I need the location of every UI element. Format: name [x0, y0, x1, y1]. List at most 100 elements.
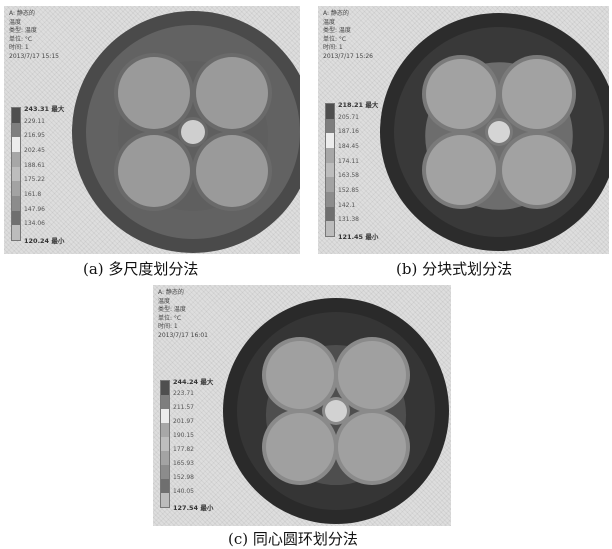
cooling-hole: [196, 57, 268, 129]
legend-color-bar: [325, 103, 335, 237]
legend-swatch: [161, 465, 169, 479]
legend-tick-label: 201.97: [173, 418, 194, 425]
info-line: 2013/7/17 16:01: [158, 331, 208, 339]
info-line: 2013/7/17 15:26: [323, 52, 373, 60]
legend-swatch: [161, 451, 169, 465]
legend-tick-label: 152.98: [173, 474, 194, 481]
legend-tick-label: 188.61: [24, 161, 45, 169]
disk-plot-a: [72, 11, 300, 253]
info-line: 时间: 1: [158, 323, 178, 331]
legend-tick-label: 140.05: [173, 488, 194, 495]
result-panel-a: A: 静态的 温度 类型: 温度 单位: °C 时间: 1 2013/7/17 …: [4, 6, 300, 254]
info-line: 时间: 1: [9, 44, 29, 52]
legend-tick-label: 152.85: [338, 187, 359, 194]
legend-color-bar: [160, 380, 170, 508]
color-legend-a: 243.31 最大 229.11 216.95 202.45 188.61 175.22 1…: [11, 105, 101, 245]
info-line: 类型: 温度: [158, 306, 186, 314]
legend-swatch: [161, 395, 169, 409]
legend-tick-label: 127.54 最小: [173, 504, 214, 512]
cooling-hole: [338, 341, 406, 409]
legend-swatch: [326, 206, 334, 222]
legend-tick-label: 131.38: [338, 216, 359, 224]
legend-swatch: [12, 166, 20, 182]
legend-swatch: [12, 151, 20, 167]
legend-swatch: [161, 493, 169, 507]
info-line: 温度: [158, 297, 171, 305]
cooling-hole: [426, 135, 496, 205]
legend-swatch: [326, 191, 334, 207]
info-line: 单位: °C: [323, 35, 347, 43]
legend-swatch: [161, 479, 169, 493]
legend-tick-label: 121.45 最小: [338, 233, 379, 241]
info-line: 时间: 1: [323, 44, 343, 52]
legend-swatch: [326, 147, 334, 163]
legend-swatch: [161, 409, 169, 423]
info-line: 单位: °C: [158, 314, 182, 322]
legend-tick-label: 223.71: [173, 390, 194, 397]
result-panel-c: A: 静态的 温度 类型: 温度 单位: °C 时间: 1 2013/7/17 …: [153, 285, 451, 526]
legend-tick-label: 218.21 最大: [338, 101, 379, 109]
info-block-b: A: 静态的 温度 类型: 温度 单位: °C 时间: 1 2013/7/17 …: [323, 10, 373, 62]
legend-tick-label: 175.22: [24, 176, 45, 184]
center-hole: [488, 121, 510, 143]
disk-plot-c: [223, 298, 449, 524]
legend-tick-label: 187.16: [338, 128, 359, 136]
info-block-a: A: 静态的 温度 类型: 温度 单位: °C 时间: 1 2013/7/17 …: [9, 10, 59, 62]
legend-tick-label: 134.06: [24, 220, 45, 228]
info-block-c: A: 静态的 温度 类型: 温度 单位: °C 时间: 1 2013/7/17 …: [158, 289, 208, 341]
disk-plot-b: [380, 13, 609, 251]
legend-tick-label: 161.8: [24, 191, 42, 198]
legend-swatch: [161, 381, 169, 395]
info-line: 温度: [9, 18, 22, 26]
cooling-hole: [338, 413, 406, 481]
legend-swatch: [326, 221, 334, 236]
legend-swatch: [326, 162, 334, 178]
cooling-hole: [266, 413, 334, 481]
center-hole: [181, 120, 205, 144]
legend-tick-label: 184.45: [338, 143, 359, 150]
cooling-hole: [426, 59, 496, 129]
info-line: A: 静态的: [9, 10, 35, 17]
cooling-hole: [196, 135, 268, 207]
info-line: A: 静态的: [323, 10, 349, 17]
legend-tick-label: 243.31 最大: [24, 105, 65, 113]
legend-tick-label: 177.82: [173, 446, 194, 453]
legend-tick-label: 165.93: [173, 460, 194, 467]
legend-tick-label: 205.71: [338, 113, 359, 121]
cooling-hole: [118, 57, 190, 129]
legend-swatch: [12, 225, 20, 240]
info-line: 温度: [323, 18, 336, 26]
legend-tick-label: 229.11: [24, 117, 45, 125]
legend-swatch: [12, 210, 20, 226]
result-panel-b: A: 静态的 温度 类型: 温度 单位: °C 时间: 1 2013/7/17 …: [318, 6, 609, 254]
legend-tick-label: 216.95: [24, 132, 45, 140]
caption-a: (a) 多尺度划分法: [83, 260, 199, 278]
legend-swatch: [12, 108, 20, 123]
legend-swatch: [326, 133, 334, 148]
legend-tick-label: 147.96: [24, 205, 45, 213]
legend-tick-label: 190.15: [173, 432, 194, 439]
cooling-hole: [502, 135, 572, 205]
legend-swatch: [12, 181, 20, 196]
legend-swatch: [12, 195, 20, 211]
caption-b: (b) 分块式划分法: [396, 260, 513, 278]
legend-swatch: [326, 177, 334, 192]
legend-tick-label: 142.1: [338, 201, 356, 209]
legend-swatch: [161, 423, 169, 437]
legend-tick-label: 174.11: [338, 157, 359, 165]
legend-swatch: [12, 137, 20, 152]
legend-tick-label: 244.24 最大: [173, 378, 214, 386]
caption-c: (c) 同心圆环划分法: [228, 530, 358, 548]
legend-tick-label: 163.58: [338, 172, 359, 180]
info-line: 单位: °C: [9, 35, 33, 43]
cooling-hole: [118, 135, 190, 207]
legend-tick-label: 202.45: [24, 147, 45, 154]
info-line: 2013/7/17 15:15: [9, 52, 59, 60]
legend-tick-label: 120.24 最小: [24, 237, 65, 245]
cooling-hole: [266, 341, 334, 409]
cooling-hole: [502, 59, 572, 129]
legend-swatch: [12, 122, 20, 138]
info-line: 类型: 温度: [9, 27, 37, 35]
info-line: A: 静态的: [158, 289, 184, 296]
